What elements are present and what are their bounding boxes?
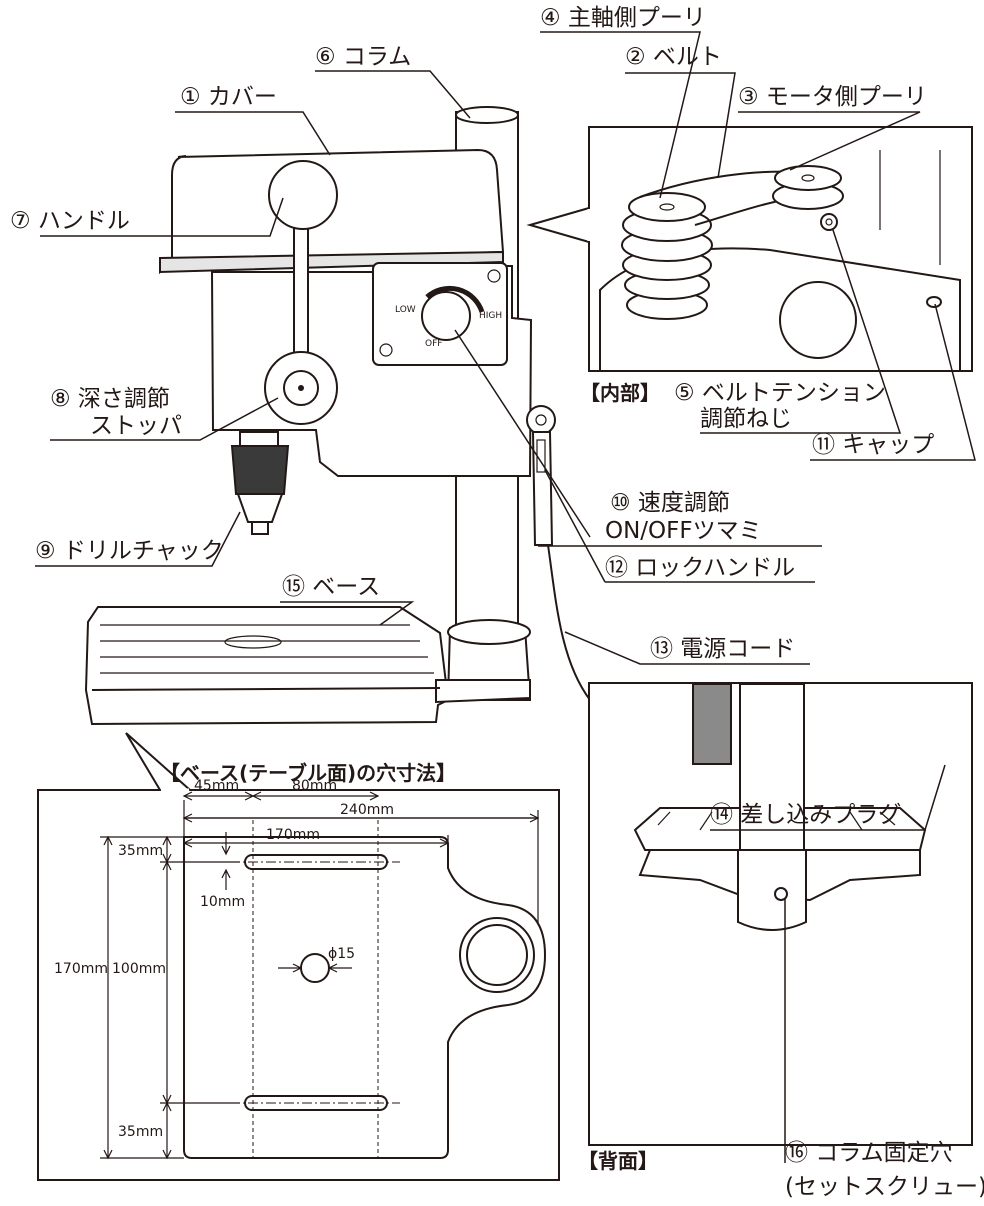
label-motor-pulley: ③ モータ側プーリ: [738, 84, 927, 110]
motor-pulley: [774, 165, 842, 191]
column-fixing-hole: [774, 887, 788, 901]
label-depth-stopper-line1: ⑧ 深さ調節: [50, 386, 170, 412]
drill-chuck: [230, 445, 290, 495]
dim-170-height: 170mm: [54, 961, 108, 977]
dim-phi15: ϕ15: [328, 946, 355, 962]
dim-170-width: 170mm: [266, 827, 320, 843]
label-column: ⑥ コラム: [315, 44, 411, 70]
label-handle: ⑦ ハンドル: [10, 208, 130, 234]
dim-35-bottom: 35mm: [118, 1124, 163, 1140]
label-lock-handle: ⑫ ロックハンドル: [605, 555, 795, 581]
label-depth-stopper-line2: ストッパ: [90, 413, 182, 439]
label-cap: ⑪ キャップ: [812, 432, 934, 458]
lock-handle: [531, 431, 554, 546]
label-power-cord: ⑬ 電源コード: [650, 636, 795, 662]
label-tension-screw-line1: ⑤ ベルトテンション: [674, 380, 886, 406]
handle-knob: [268, 160, 338, 230]
back-inset: [588, 682, 973, 1146]
dim-45-80: [182, 791, 380, 801]
base-dimension-inset: [37, 732, 560, 1181]
leader-lines: [35, 31, 976, 1163]
cap: [926, 296, 942, 308]
label-speed-knob-line1: ⑩ 速度調節: [610, 490, 730, 516]
spindle-pulley: [628, 192, 706, 222]
label-drill-chuck: ⑨ ドリルチャック: [35, 538, 224, 564]
label-plug: ⑭ 差し込みプラグ: [710, 802, 901, 828]
speed-knob: [421, 291, 471, 341]
dim-45: 45mm: [194, 778, 239, 794]
dim-100: 100mm: [112, 961, 166, 977]
label-cover: ① カバー: [180, 84, 277, 110]
label-back: 【背面】: [578, 1149, 658, 1173]
label-base-dimensions: 【ベース(テーブル面)の穴寸法】: [160, 761, 456, 785]
speed-low-label: LOW: [395, 305, 416, 315]
speed-high-label: HIGH: [479, 311, 502, 321]
label-base: ⑮ ベース: [282, 574, 380, 600]
base-table: [84, 606, 450, 726]
label-column-hole-line2: (セットスクリュー): [785, 1174, 984, 1200]
speed-off-label: OFF: [425, 339, 442, 349]
dim-80: 80mm: [292, 778, 337, 794]
label-internal: 【内部】: [580, 381, 660, 405]
dim-240: 240mm: [340, 802, 394, 818]
label-speed-knob-line2: ON/OFFツマミ: [605, 518, 762, 544]
label-column-hole-line1: ⑯ コラム固定穴: [785, 1140, 953, 1166]
textured-knob: [692, 683, 732, 765]
dim-10: 10mm: [200, 894, 245, 910]
label-belt: ② ベルト: [625, 44, 722, 70]
dim-35-top: 35mm: [118, 843, 163, 859]
label-tension-screw-line2: 調節ねじ: [700, 406, 792, 432]
label-spindle-pulley: ④ 主軸側プーリ: [540, 5, 706, 31]
internal-inset: [526, 126, 973, 372]
